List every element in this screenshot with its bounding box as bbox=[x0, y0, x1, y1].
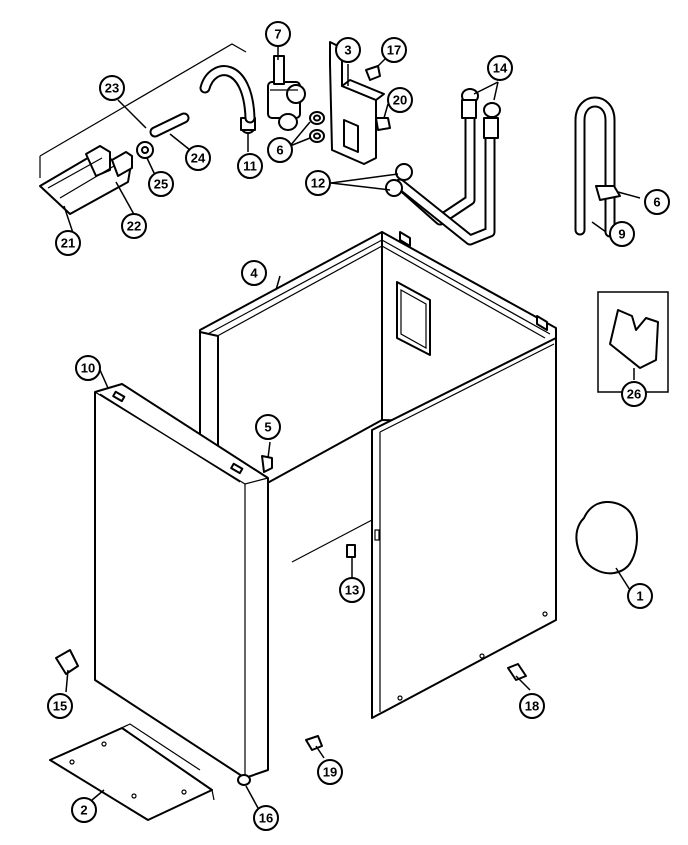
callout-1: 1 bbox=[627, 583, 653, 609]
hardware bbox=[55, 65, 527, 786]
inlet-hoses bbox=[385, 88, 501, 246]
callout-6a: 6 bbox=[267, 137, 293, 163]
callout-9: 9 bbox=[609, 221, 635, 247]
svg-text:13: 13 bbox=[345, 583, 359, 598]
hose-24 bbox=[149, 112, 190, 138]
callout-19: 19 bbox=[317, 759, 343, 785]
callout-6b: 6 bbox=[644, 189, 670, 215]
svg-text:6: 6 bbox=[276, 143, 283, 158]
front-panel bbox=[94, 383, 269, 779]
svg-text:16: 16 bbox=[259, 811, 273, 826]
callout-4: 4 bbox=[241, 260, 267, 286]
bracket-assembly bbox=[39, 145, 133, 215]
bracket bbox=[329, 41, 385, 165]
svg-text:26: 26 bbox=[627, 387, 641, 402]
fill-hose bbox=[199, 65, 256, 124]
svg-text:3: 3 bbox=[344, 43, 351, 58]
svg-text:21: 21 bbox=[61, 236, 75, 251]
svg-text:11: 11 bbox=[243, 159, 257, 174]
callout-17: 17 bbox=[381, 37, 407, 63]
callout-20: 20 bbox=[387, 87, 413, 113]
callouts: 1 2 3 4 5 6 6 7 9 10 11 12 13 14 15 16 1… bbox=[47, 21, 670, 831]
callout-5: 5 bbox=[255, 414, 281, 440]
svg-text:24: 24 bbox=[191, 151, 206, 166]
washers bbox=[309, 111, 325, 143]
callout-24: 24 bbox=[185, 145, 211, 171]
svg-text:5: 5 bbox=[264, 420, 271, 435]
leader-lines bbox=[63, 44, 641, 809]
svg-text:20: 20 bbox=[393, 93, 407, 108]
svg-text:23: 23 bbox=[105, 81, 119, 96]
base-shield bbox=[49, 723, 215, 821]
callout-14: 14 bbox=[487, 55, 513, 81]
callout-3: 3 bbox=[335, 37, 361, 63]
callout-22: 22 bbox=[121, 213, 147, 239]
svg-text:2: 2 bbox=[80, 803, 87, 818]
callout-26: 26 bbox=[621, 381, 647, 407]
drain-hose bbox=[574, 96, 621, 238]
inset-box bbox=[597, 291, 669, 393]
callout-13: 13 bbox=[339, 577, 365, 603]
svg-text:17: 17 bbox=[387, 43, 401, 58]
cover-part bbox=[575, 501, 638, 575]
callout-10: 10 bbox=[75, 355, 101, 381]
callout-2: 2 bbox=[71, 797, 97, 823]
svg-text:12: 12 bbox=[311, 176, 325, 191]
svg-text:9: 9 bbox=[618, 227, 625, 242]
svg-text:1: 1 bbox=[636, 589, 643, 604]
svg-text:25: 25 bbox=[154, 177, 168, 192]
svg-text:14: 14 bbox=[493, 61, 508, 76]
callout-15: 15 bbox=[47, 693, 73, 719]
callout-18: 18 bbox=[519, 693, 545, 719]
water-valve bbox=[267, 55, 306, 131]
svg-text:6: 6 bbox=[653, 195, 660, 210]
callout-21: 21 bbox=[55, 230, 81, 256]
callout-23: 23 bbox=[99, 75, 125, 101]
bracket-23-outline bbox=[39, 43, 247, 178]
cabinet bbox=[199, 231, 557, 719]
svg-text:7: 7 bbox=[274, 27, 281, 42]
svg-text:22: 22 bbox=[127, 219, 141, 234]
svg-text:4: 4 bbox=[250, 266, 258, 281]
callout-11: 11 bbox=[237, 153, 263, 179]
svg-text:19: 19 bbox=[323, 765, 337, 780]
callout-12: 12 bbox=[305, 170, 331, 196]
callout-25: 25 bbox=[148, 171, 174, 197]
svg-text:18: 18 bbox=[525, 699, 539, 714]
nut-25 bbox=[136, 141, 154, 159]
svg-text:15: 15 bbox=[53, 699, 67, 714]
svg-text:10: 10 bbox=[81, 361, 95, 376]
callout-16: 16 bbox=[253, 805, 279, 831]
callout-7: 7 bbox=[265, 21, 291, 47]
